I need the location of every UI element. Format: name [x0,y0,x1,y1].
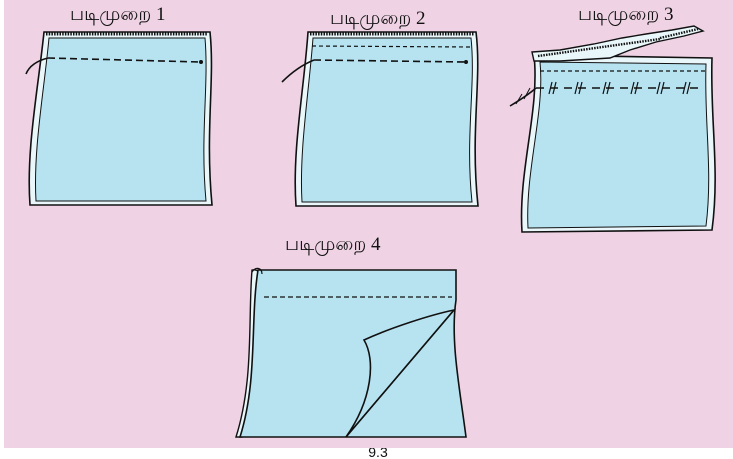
step-2-label: படிமுறை 2 [330,9,426,28]
step-1-fabric [26,32,212,205]
step-2-needle-point [464,60,468,64]
step-3-label: படிமுறை 3 [578,5,674,24]
step-1-label: படிமுறை 1 [70,5,166,24]
figure-number: 9.3 [368,448,387,459]
step-1-needle-point [199,60,203,64]
step-4-label: படிமுறை 4 [285,235,381,254]
step-2-fabric [282,32,478,206]
figure-caption: 9.3 [358,448,398,459]
step-3-fabric [510,26,715,232]
step-3-thread [510,88,536,106]
step-4-fabric [236,268,466,437]
step-3-folded-strip [532,26,703,61]
